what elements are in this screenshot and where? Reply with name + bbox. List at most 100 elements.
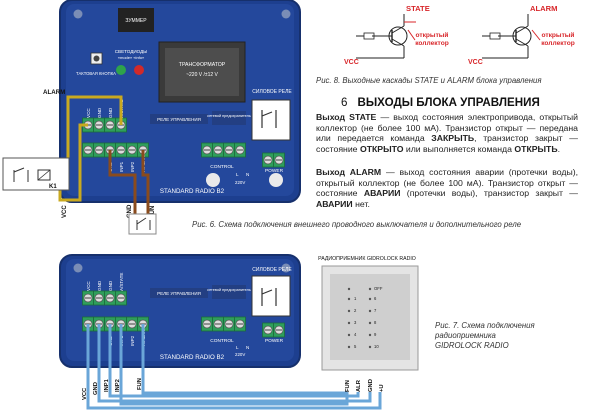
term2-inp2: INP2 <box>130 335 135 346</box>
alarm-text-a: — выход состояния аварии (протечки воды)… <box>316 167 579 199</box>
v220-label-2: 220V <box>235 352 245 357</box>
power-relay-label: СИЛОВОЕ РЕЛЕ <box>252 89 292 95</box>
brand-label-2: STANDARD RADIO B2 <box>160 354 225 361</box>
terminal-block-control <box>201 142 246 158</box>
buzzer-label: ЗУММЕР <box>125 18 147 24</box>
rx-term-fun: FUN <box>345 380 351 392</box>
brand-label: STANDARD RADIO B2 <box>160 188 225 195</box>
rx-term-u: +U <box>379 384 385 392</box>
rx-label-2: 2 <box>354 308 357 313</box>
term2-vcc: VCC <box>86 281 91 291</box>
state-text-e: или выполняется команда <box>403 143 515 154</box>
control-label-2: CONTROL <box>210 338 234 344</box>
alarm-text-b: АВАРИИ <box>363 188 401 199</box>
figure-7-caption-line1: Рис. 7. Схема подключения <box>435 321 535 330</box>
rx-label-1: 1 <box>354 296 357 301</box>
figure-7-caption-line2: радиоприемника <box>435 331 496 340</box>
state-paragraph: Выход STATE — выход состояния электропри… <box>316 112 578 154</box>
rx-label-3: 3 <box>354 320 357 325</box>
gnd-wire-label: GND <box>127 204 133 218</box>
receiver-title: РАДИОПРИЕМНИК GIDROLOCK RADIO <box>318 256 416 262</box>
lower-controller-board: РЕЛЕ УПРАВЛЕНИЯ сетевой предохранитель С… <box>59 254 301 368</box>
n-label-2: N <box>246 345 249 350</box>
terminal-block-inputs-2 <box>82 316 149 332</box>
rx-term-alr: ALR <box>356 379 362 392</box>
wire-vcc-label: VCC <box>82 387 88 400</box>
alarm-label: ALARM <box>530 4 557 13</box>
rx-label-off: OFF <box>374 286 383 291</box>
vcc-wire-label: VCC <box>62 205 68 218</box>
rx-label-8: 8 <box>374 320 377 325</box>
state-text-g: . <box>557 143 561 154</box>
term-vcc: VCC <box>86 108 91 118</box>
vcc-label-state: VCC <box>344 59 359 66</box>
rx-label-7: 7 <box>374 308 377 313</box>
section-heading: 6 ВЫХОДЫ БЛОКА УПРАВЛЕНИЯ <box>341 96 540 109</box>
rx-label-9: 9 <box>374 332 377 337</box>
oc-label-4: коллектор <box>541 40 575 47</box>
mount-hole <box>269 173 283 187</box>
leds-sub-label: «mode» «info» <box>118 55 145 60</box>
oc-label-2: коллектор <box>415 40 449 47</box>
radio-receiver: РАДИОПРИЕМНИК GIDROLOCK RADIO 1 2 3 4 5 … <box>318 256 419 392</box>
control-label: CONTROL <box>210 164 234 170</box>
alarm-paragraph: Выход ALARM — выход состояния аварии (пр… <box>316 167 578 209</box>
wire-gnd-label: GND <box>93 382 99 395</box>
net-fuse-label: сетевой предохранитель <box>207 114 251 118</box>
n-label: N <box>246 172 249 177</box>
mount-hole <box>206 173 220 187</box>
term2-state: A/STATE <box>119 273 124 291</box>
screw-hole <box>73 9 83 19</box>
power-relay-label-2: СИЛОВОЕ РЕЛЕ <box>252 267 292 273</box>
tact-button-label: ТАКТОВАЯ КНОПКА <box>76 71 116 76</box>
wire-inp2-label: INP2 <box>115 379 121 392</box>
control-relay-label: РЕЛЕ УПРАВЛЕНИЯ <box>157 117 201 122</box>
term-inp1: INP1 <box>119 161 124 172</box>
relay-k1-box <box>2 157 70 191</box>
oc-label-1: открытый <box>416 31 449 39</box>
rx-label-6: 6 <box>374 296 377 301</box>
state-heading: Выход STATE <box>316 112 377 122</box>
rx-label-4: 4 <box>354 332 357 337</box>
relay-contact-icon <box>261 110 277 128</box>
state-text-f: ОТКРЫТЬ <box>514 143 558 154</box>
transformer-voltage: ~220 V /±12 V <box>186 72 218 78</box>
l-label-2: L <box>236 345 239 350</box>
screw-hole <box>281 9 291 19</box>
figure-8-caption: Рис. 8. Выходные каскады STATE и ALARM б… <box>316 76 542 85</box>
mode-led-icon <box>116 65 126 75</box>
section-title: ВЫХОДЫ БЛОКА УПРАВЛЕНИЯ <box>357 96 540 109</box>
alarm-wire-label: ALARM <box>43 89 65 96</box>
state-text-b: ЗАКРЫТЬ <box>431 133 475 144</box>
upper-wiring: ALARM VCC GND FUN K1 <box>2 89 157 235</box>
info-led-icon <box>134 65 144 75</box>
v220-label: 220V <box>235 180 245 185</box>
state-output-schematic: STATE VCC открытый коллектор <box>344 4 449 66</box>
terminal-block-power <box>262 152 285 168</box>
rx-label-10: 10 <box>374 344 379 349</box>
alarm-text-d: АВАРИИ <box>316 198 353 209</box>
section-number: 6 <box>341 96 348 109</box>
wire-inp1-label: INP1 <box>104 378 110 392</box>
wire-fun-label: FUN <box>137 378 143 390</box>
alarm-text-e: нет. <box>352 198 370 209</box>
k1-label: K1 <box>49 184 57 190</box>
terminal-block-left-2 <box>82 290 127 306</box>
state-text-c: , транзистор закрыт — состояние <box>316 133 578 154</box>
k1-contact-icon <box>13 167 29 182</box>
term2-gnd2: GND <box>108 280 113 291</box>
terminal-block-control-2 <box>201 316 246 332</box>
vcc-label-alarm: VCC <box>468 59 483 66</box>
figure-6-caption: Рис. 6. Схема подключения внешнего прово… <box>192 220 522 229</box>
oc-label-3: открытый <box>542 31 575 39</box>
transformer-label: ТРАНСФОРМАТОР <box>179 62 226 68</box>
upper-controller-board: ЗУММЕР СВЕТОДИОДЫ «mode» «info» ТАКТОВАЯ… <box>59 0 301 203</box>
control-relay-label-2: РЕЛЕ УПРАВЛЕНИЯ <box>157 291 201 296</box>
power-label-2: POWER <box>265 338 284 344</box>
lower-wiring <box>86 324 382 410</box>
switch-icon <box>136 217 151 230</box>
leds-label: СВЕТОДИОДЫ <box>115 49 148 54</box>
rx-label-5: 5 <box>354 344 357 349</box>
term-inp2: INP2 <box>130 161 135 172</box>
